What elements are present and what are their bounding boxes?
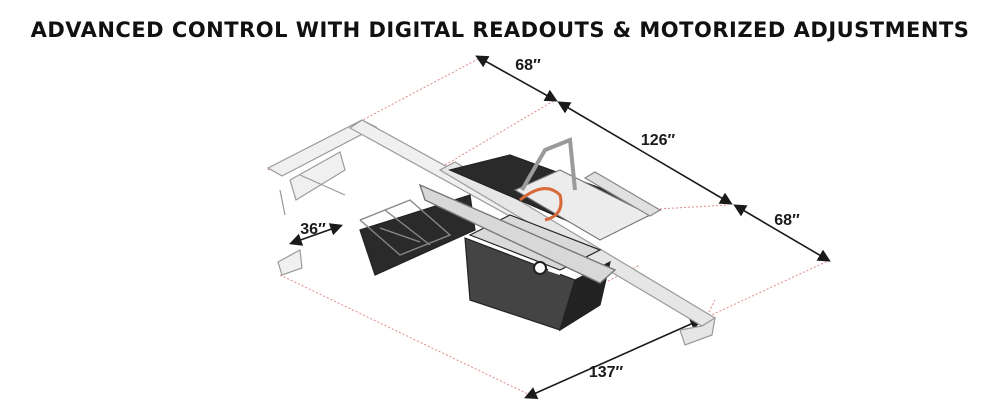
headline: ADVANCED CONTROL WITH DIGITAL READOUTS &… (30, 18, 970, 42)
dim-label-68-left: 68″ (515, 57, 541, 74)
dim-line-68-right (733, 204, 831, 262)
dim-label-137: 137″ (589, 364, 624, 381)
dimension-lines (288, 55, 831, 399)
crosscut-frame (359, 183, 617, 284)
rip-fence (583, 171, 662, 217)
dim-label-68-right: 68″ (774, 212, 800, 229)
dim-line-36 (288, 223, 344, 246)
blade-guard (519, 137, 577, 222)
dim-label-126: 126″ (641, 132, 676, 149)
dim-line-126 (557, 101, 733, 205)
dim-line-137 (524, 318, 703, 399)
dim-line-68-left (475, 55, 558, 102)
dim-label-36: 36″ (300, 221, 326, 238)
machine-body (359, 154, 662, 332)
control-knob (533, 261, 547, 275)
